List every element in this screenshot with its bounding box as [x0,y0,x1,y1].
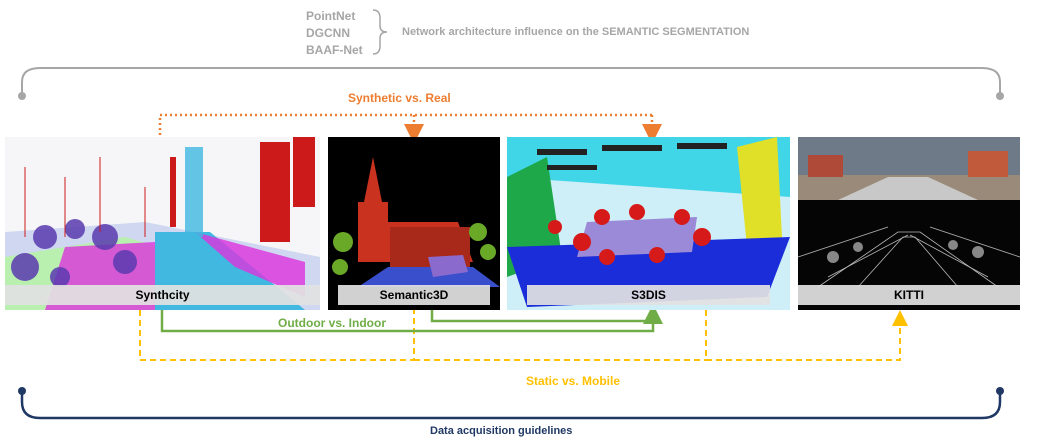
network-caption: Network architecture influence on the SE… [402,26,750,38]
outdoor-vs-indoor-label: Outdoor vs. Indoor [278,316,386,330]
curly-brace-icon [372,9,388,55]
semantic3d-image: Semantic3D [328,137,500,310]
network-pointnet: PointNet [306,9,356,23]
synthetic-vs-real-label: Synthetic vs. Real [348,91,451,105]
network-baafnet: BAAF-Net [306,43,363,57]
network-bracket [21,67,1001,95]
kitti-image: KITTI [798,137,1020,310]
synthetic-real-connector [158,113,652,140]
dataset-label-s3dis: S3DIS [527,285,770,305]
s3dis-image: S3DIS [507,137,790,310]
network-dgcnn: DGCNN [306,26,350,40]
static-vs-mobile-label: Static vs. Mobile [526,374,621,388]
synthcity-image: Synthcity [5,137,320,310]
data-acquisition-label: Data acquisition guidelines [430,425,573,437]
outdoor-indoor-connector [160,304,663,333]
guidelines-bracket [20,392,1002,420]
dataset-label-semantic3d: Semantic3D [338,285,490,305]
dataset-label-kitti: KITTI [798,285,1020,305]
dataset-label-synthcity: Synthcity [5,285,320,305]
network-list: PointNet DGCNN BAAF-Net [306,8,363,59]
static-mobile-connector [139,310,415,361]
